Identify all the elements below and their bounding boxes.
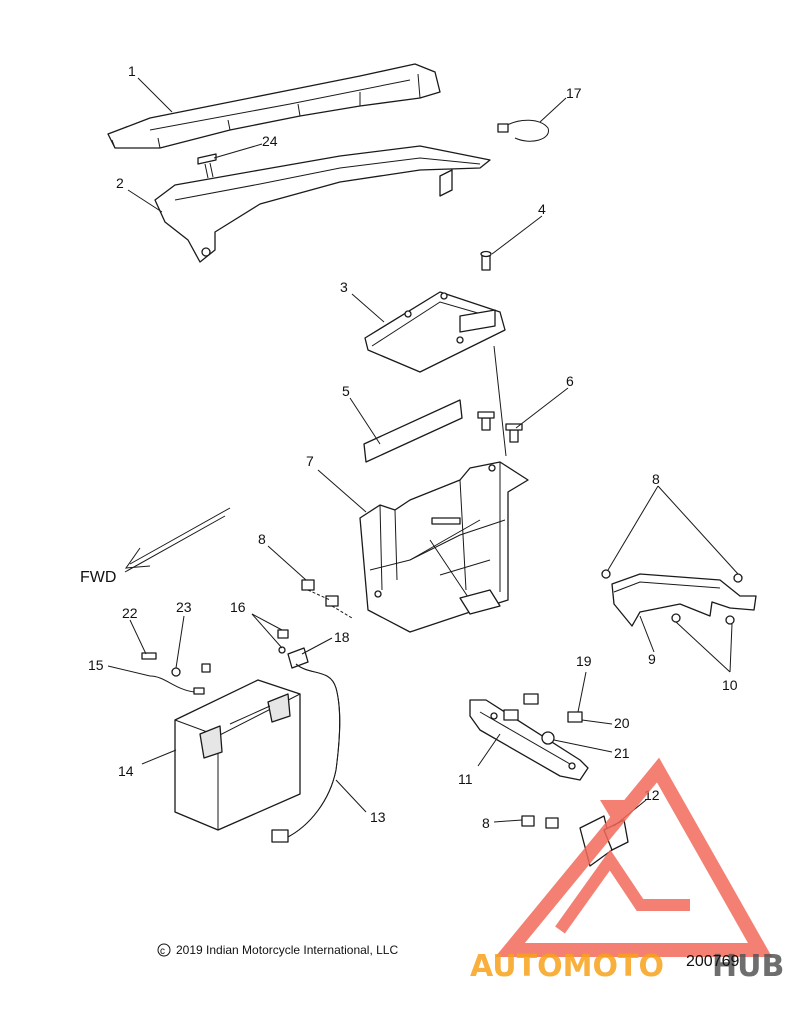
part-5-pad bbox=[363, 399, 463, 463]
fwd-label: FWD bbox=[80, 569, 116, 586]
callout-15: 15 bbox=[88, 657, 104, 673]
callout-19: 19 bbox=[576, 653, 592, 669]
callout-3: 3 bbox=[340, 279, 348, 295]
callout-21: 21 bbox=[614, 745, 630, 761]
part-11-lower-bracket bbox=[469, 693, 589, 781]
callout-17: 17 bbox=[566, 85, 582, 101]
part-15-cable bbox=[141, 652, 211, 695]
copyright-line: c 2019 Indian Motorcycle International, … bbox=[157, 943, 398, 957]
callout-numbers: 1 2 3 4 5 6 7 8 8 8 9 10 11 12 13 14 15 … bbox=[88, 63, 738, 831]
callout-20: 20 bbox=[614, 715, 630, 731]
watermark-text-secondary: HUB bbox=[712, 949, 784, 984]
callout-9: 9 bbox=[648, 651, 656, 667]
callout-1: 1 bbox=[128, 63, 136, 79]
callout-24: 24 bbox=[262, 133, 278, 149]
part-9-bracket bbox=[601, 569, 757, 627]
part-24-fastener bbox=[197, 153, 217, 179]
copyright-text: 2019 Indian Motorcycle International, LL… bbox=[176, 943, 398, 957]
callout-8c: 8 bbox=[482, 815, 490, 831]
part-13-cable bbox=[271, 663, 341, 843]
callout-10: 10 bbox=[722, 677, 738, 693]
part-4-bolt bbox=[480, 250, 492, 271]
callout-16: 16 bbox=[230, 599, 246, 615]
callout-4: 4 bbox=[538, 201, 546, 217]
part-14-battery bbox=[174, 679, 301, 831]
callout-22: 22 bbox=[122, 605, 138, 621]
callout-14: 14 bbox=[118, 763, 134, 779]
fwd-arrow bbox=[124, 507, 231, 573]
part-6-bolts bbox=[477, 345, 523, 457]
callout-13: 13 bbox=[370, 809, 386, 825]
callout-23: 23 bbox=[176, 599, 192, 615]
part-17-clamp bbox=[497, 119, 549, 142]
callout-5: 5 bbox=[342, 383, 350, 399]
callout-8b: 8 bbox=[652, 471, 660, 487]
part-2-side-rail bbox=[154, 145, 491, 263]
diagram-reference-number: 200769 bbox=[686, 953, 739, 970]
copyright-symbol: c bbox=[160, 946, 165, 957]
part-16-18-fasteners bbox=[277, 629, 309, 669]
callout-11: 11 bbox=[458, 771, 473, 787]
callout-8a: 8 bbox=[258, 531, 266, 547]
part-3-cover-plate bbox=[364, 291, 506, 373]
watermark-logo bbox=[495, 757, 773, 957]
callout-2: 2 bbox=[116, 175, 124, 191]
callout-7: 7 bbox=[306, 453, 314, 469]
part-1-top-cover bbox=[107, 63, 441, 149]
callout-6: 6 bbox=[566, 373, 574, 389]
watermark-text-primary: AUTOMOTO bbox=[470, 949, 664, 984]
callout-18: 18 bbox=[334, 629, 350, 645]
part-8-bolts-center bbox=[301, 579, 353, 619]
part-7-battery-tray bbox=[359, 461, 529, 633]
